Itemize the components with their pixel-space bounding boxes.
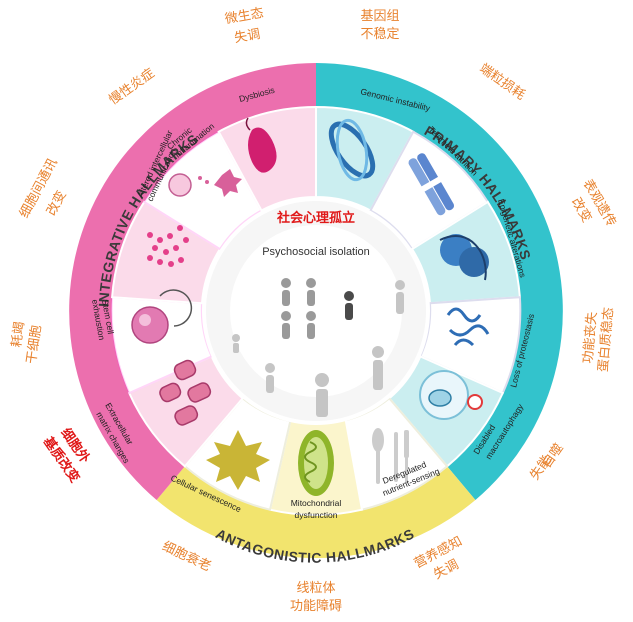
ecm-cells-icon [159, 359, 212, 426]
cn-proteostasis-2: 功能丧失 [581, 311, 600, 364]
cn-inflam: 慢性炎症 [106, 65, 158, 108]
cutlery-icon [372, 428, 409, 484]
bacterium-icon [245, 117, 277, 173]
nucleosome-icon [439, 234, 489, 281]
autophagy-icon [419, 370, 483, 420]
illustrations [131, 117, 490, 496]
cn-mito-1: 线粒体 [296, 581, 335, 596]
cn-mito-2: 功能障碍 [290, 599, 342, 614]
dna-helix-icon [328, 118, 376, 182]
center-title-cn: 社会心理孤立 [276, 210, 355, 226]
label-mito-2: dysfunction [295, 510, 338, 520]
stem-cell-icon [131, 289, 193, 344]
center-inner [230, 225, 402, 397]
antagonistic-ring [156, 466, 476, 559]
inflammation-icon [168, 169, 242, 197]
protein-icon [446, 307, 490, 347]
cn-proteostasis-1: 蛋白质稳态 [595, 307, 617, 373]
cn-dysbiosis-1: 微生态 [224, 6, 265, 28]
primary-ring [316, 63, 563, 500]
cn-dysbiosis-2: 失调 [233, 27, 261, 46]
cn-stem-1: 干细胞 [24, 324, 44, 365]
center-title-en: Psychosocial isolation [262, 246, 370, 258]
cn-comm-2: 改变 [43, 188, 69, 218]
cn-stem-2: 耗竭 [9, 321, 27, 349]
cn-genomic-1: 基因组 [360, 9, 399, 24]
communication-dots-icon [147, 225, 189, 267]
integrative-ring [69, 63, 316, 500]
cn-telomere: 端粒损耗 [476, 61, 527, 103]
people-icons [232, 278, 405, 417]
label-mito-1: Mitochondrial [291, 498, 342, 508]
mitochondrion-icon [298, 430, 334, 496]
cn-genomic-2: 不稳定 [360, 26, 399, 42]
chromosome-icon [408, 153, 455, 216]
cn-senescence: 细胞衰老 [160, 538, 214, 574]
leaf-icon [206, 430, 270, 490]
